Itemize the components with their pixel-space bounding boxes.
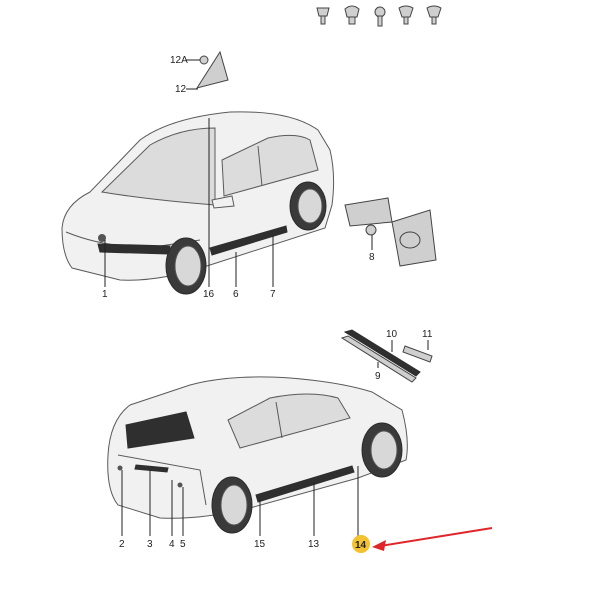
callout-11: 11	[422, 329, 433, 340]
car-front-view	[61, 111, 335, 295]
callout-1: 1	[102, 289, 108, 300]
roof-rail-trim	[340, 329, 433, 383]
red-arrow	[372, 527, 493, 551]
callout-6: 6	[233, 289, 239, 300]
callout-9: 9	[375, 371, 381, 382]
screw-fastener	[374, 6, 386, 27]
highlight-marker	[352, 535, 370, 553]
callout-13: 13	[308, 539, 320, 550]
callout-12: 12	[175, 84, 187, 95]
callout-5: 5	[180, 539, 186, 550]
fasteners-row	[316, 5, 442, 27]
callout-3: 3	[147, 539, 153, 550]
callout-8: 8	[369, 252, 375, 263]
callout-15: 15	[254, 539, 266, 550]
detail-clip-bracket	[344, 197, 437, 267]
callout-2: 2	[119, 539, 125, 550]
callout-7: 7	[270, 289, 276, 300]
callout-10: 10	[386, 329, 398, 340]
callout-16: 16	[203, 289, 215, 300]
clip-fastener-2	[344, 5, 360, 25]
car-rear-view	[107, 376, 408, 534]
callout-12a: 12A	[170, 55, 188, 66]
clip-fastener-3	[398, 5, 414, 25]
clip-fastener-4	[426, 5, 442, 25]
callout-14: 14	[355, 540, 367, 551]
mirror-triangle-trim	[195, 50, 229, 89]
callout-4: 4	[169, 539, 175, 550]
clip-fastener-1	[316, 7, 330, 25]
